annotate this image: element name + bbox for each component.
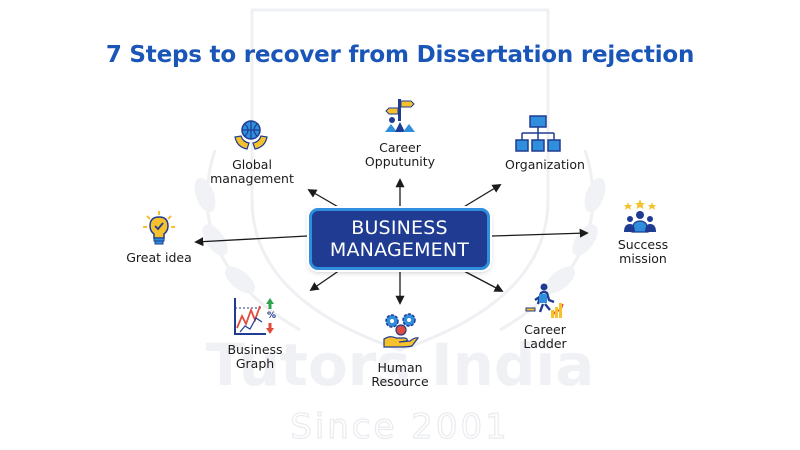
- signpost-icon: [385, 99, 415, 132]
- node-human-resource: Human Resource: [355, 361, 445, 389]
- center-line-2: MANAGEMENT: [329, 239, 470, 261]
- node-great-idea: Great idea: [114, 251, 204, 265]
- globe-hands-icon: [234, 120, 268, 150]
- node-label-line: Resource: [371, 374, 429, 389]
- node-label-line: management: [210, 171, 294, 186]
- node-label-line: Graph: [235, 356, 275, 371]
- node-label-line: Success: [617, 237, 669, 252]
- hand-gears-icon: [383, 313, 419, 348]
- node-career-ladder: Career Ladder: [505, 323, 585, 351]
- node-label-line: Career: [379, 140, 421, 155]
- node-label-line: Great idea: [126, 250, 192, 265]
- career-ladder-icon: [525, 283, 564, 318]
- page-title: 7 Steps to recover from Dissertation rej…: [105, 42, 695, 68]
- arrow-to-global-management: [307, 189, 341, 209]
- node-label-line: Business: [227, 342, 283, 357]
- center-line-1: BUSINESS: [351, 217, 448, 239]
- node-success-mission: Success mission: [598, 238, 688, 266]
- node-label-line: Career: [524, 322, 566, 337]
- node-label-line: Global: [232, 157, 272, 172]
- svg-text:%: %: [267, 311, 276, 321]
- arrow-to-career-ladder: [461, 269, 504, 292]
- arrow-to-great-idea: [194, 235, 308, 247]
- business-management-box: BUSINESS MANAGEMENT: [309, 208, 490, 270]
- lightbulb-icon: [143, 211, 175, 245]
- node-label-line: Opputunity: [364, 154, 436, 169]
- watermark-shield-icon: [250, 8, 550, 352]
- stock-graph-icon: %: [234, 298, 276, 335]
- node-label-line: Human: [377, 360, 423, 375]
- arrow-to-organization: [461, 184, 502, 209]
- team-stars-icon: [624, 199, 656, 233]
- node-career-opportunity: Career Opputunity: [350, 141, 450, 169]
- node-label-line: mission: [619, 251, 667, 266]
- node-global-management: Global management: [202, 158, 302, 186]
- watermark-since: Since 2001: [290, 407, 510, 447]
- node-business-graph: Business Graph: [215, 343, 295, 371]
- arrow-to-business-graph: [309, 269, 341, 292]
- node-label-line: Organization: [505, 157, 585, 172]
- node-organization: Organization: [490, 158, 600, 172]
- arrow-to-success-mission: [491, 228, 589, 238]
- node-label-line: Ladder: [523, 336, 567, 351]
- org-chart-icon: [515, 115, 561, 152]
